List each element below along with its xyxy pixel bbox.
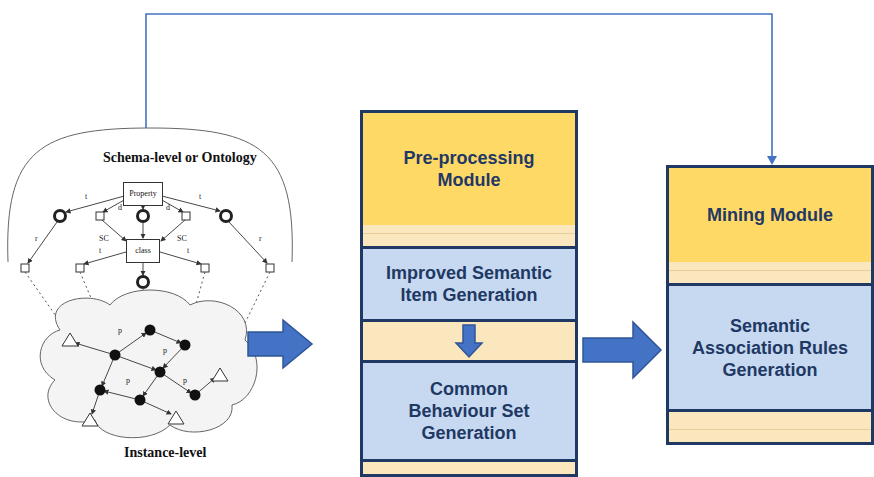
process-label: Common Behaviour Set Generation	[385, 378, 553, 444]
process-box: Common Behaviour Set Generation	[363, 360, 575, 462]
module-panel: Mining ModuleSemantic Association Rules …	[666, 165, 874, 445]
panel-header: Pre-processing Module	[363, 113, 575, 225]
edge-letter: p	[163, 346, 167, 355]
schema-outline	[8, 128, 293, 262]
edge-letter: t	[85, 192, 87, 201]
panel-heading: Pre-processing Module	[379, 147, 559, 191]
process-box: Semantic Association Rules Generation	[669, 283, 871, 412]
edge-letter: p	[118, 326, 122, 335]
instance-dots	[95, 325, 201, 406]
panel-strip	[363, 233, 575, 234]
edge-letter: d	[118, 203, 122, 212]
instance-edges	[75, 330, 215, 414]
box-label: class	[135, 246, 151, 256]
property-box: Property	[123, 182, 163, 206]
process-label: Semantic Association Rules Generation	[689, 315, 851, 381]
edge-letter: SC	[177, 234, 187, 243]
block-arrow	[456, 325, 482, 357]
edge-letter: SC	[99, 234, 109, 243]
class-box: class	[126, 239, 160, 263]
edge-letter: r	[35, 234, 38, 243]
instance-triangles	[62, 333, 228, 426]
input-block-arrow	[248, 320, 312, 368]
panel-heading: Mining Module	[707, 204, 833, 226]
level-title: Schema-level or Ontology	[103, 150, 257, 166]
schema-edges	[28, 195, 267, 275]
panel-header: Mining Module	[669, 168, 871, 262]
edge-letter: d	[166, 203, 170, 212]
box-label: Property	[129, 189, 157, 199]
panel-strip	[669, 270, 871, 271]
process-box: Improved Semantic Item Generation	[363, 246, 575, 322]
module-panel: Pre-processing ModuleImproved Semantic I…	[360, 110, 578, 477]
edge-letter: t	[199, 192, 201, 201]
schema-rings	[55, 211, 232, 288]
instance-cloud	[40, 290, 257, 438]
panel-strip	[669, 429, 871, 430]
block-arrow	[583, 322, 661, 378]
edge-letter: p	[126, 376, 130, 385]
edge-letter: t	[99, 246, 101, 255]
level-title: Instance-level	[124, 445, 206, 461]
edge-letter: r	[259, 234, 262, 243]
edge-letter: p	[183, 376, 187, 385]
process-label: Improved Semantic Item Generation	[385, 262, 553, 306]
feedback-arrowhead	[767, 156, 777, 165]
edge-letter: t	[187, 246, 189, 255]
